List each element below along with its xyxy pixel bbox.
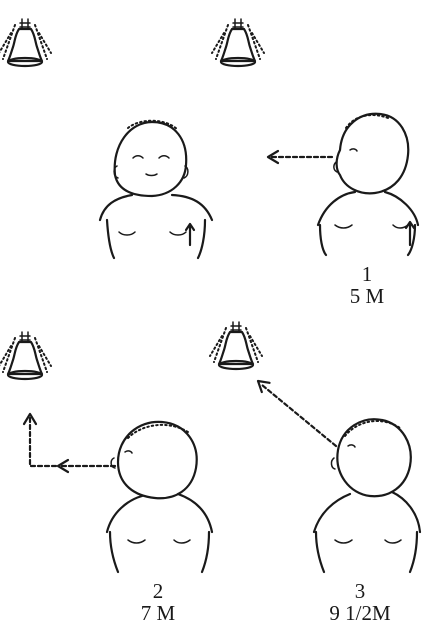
gaze-arrow-horizontal xyxy=(268,151,333,163)
bell-icon-lower-left xyxy=(0,332,51,379)
baby-profile-level xyxy=(318,114,418,255)
stage-3-age: 9 1/2M xyxy=(320,602,400,624)
stage-2-caption: 2 7 M xyxy=(118,580,198,624)
stage-3-number: 3 xyxy=(320,580,400,602)
stage-1-caption: 1 5 M xyxy=(327,263,407,307)
gaze-arrow-left-then-up xyxy=(24,414,115,472)
stage-2-age: 7 M xyxy=(118,602,198,624)
stage-1-age: 5 M xyxy=(327,285,407,307)
gaze-arrow-diagonal xyxy=(254,376,336,446)
bell-icon-lower-right xyxy=(210,322,262,369)
baby-front-view xyxy=(100,121,212,258)
stage-1-number: 1 xyxy=(327,263,407,285)
bell-icon-top-right xyxy=(212,19,264,66)
stage-3-caption: 3 9 1/2M xyxy=(320,580,400,624)
bell-icon-top-left xyxy=(0,19,51,66)
baby-looking-up-left xyxy=(107,422,212,572)
stage-2-number: 2 xyxy=(118,580,198,602)
